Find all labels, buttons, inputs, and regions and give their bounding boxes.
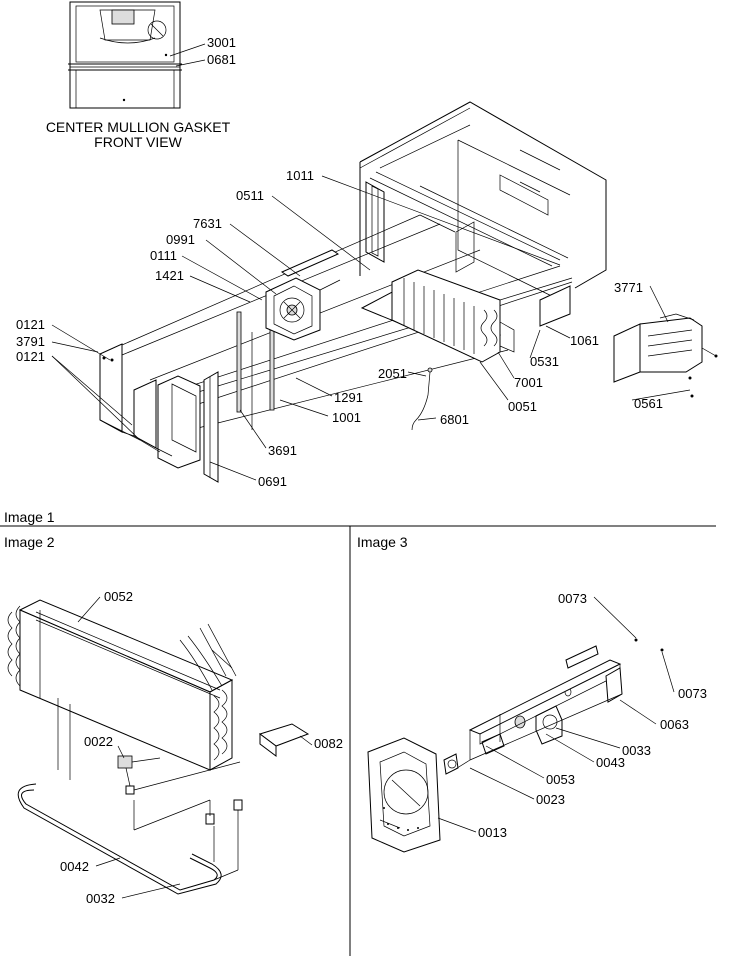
- part-label-1291: 1291: [334, 390, 363, 405]
- part-label-0023: 0023: [536, 792, 565, 807]
- gasket-caption-line1: CENTER MULLION GASKET: [46, 119, 231, 135]
- panel-dividers: [0, 525, 716, 956]
- part-label-0042: 0042: [60, 859, 89, 874]
- part-label-0121-upper: 0121: [16, 317, 45, 332]
- part-label-0561: 0561: [634, 396, 663, 411]
- fan-assembly: [265, 249, 341, 341]
- part-label-0033: 0033: [622, 743, 651, 758]
- part-label-6801: 6801: [440, 412, 469, 427]
- part-label-0691: 0691: [258, 474, 287, 489]
- front-frames: [99, 343, 219, 483]
- part-label-1421: 1421: [155, 268, 184, 283]
- part-labels-image2: 0052 0022 0082 0042 0032: [60, 589, 343, 906]
- part-label-1011: 1011: [286, 168, 314, 183]
- sensor-wire: [411, 367, 433, 431]
- evaporator: [360, 214, 571, 363]
- part-labels-image3: 0073 0073 0063 0033 0043 0053 0023 0013: [478, 591, 707, 840]
- part-label-0121-lower: 0121: [16, 349, 45, 364]
- part-label-0511: 0511: [236, 188, 264, 203]
- part-label-0051: 0051: [508, 399, 537, 414]
- panel-caption-image1: Image 1: [4, 509, 55, 525]
- part-label-1061: 1061: [570, 333, 599, 348]
- drain-heater: [17, 783, 239, 895]
- part-label-0082: 0082: [314, 736, 343, 751]
- panel-caption-image3: Image 3: [357, 534, 408, 550]
- part-label-0043: 0043: [596, 755, 625, 770]
- part-label-0111: 0111: [150, 248, 177, 263]
- part-label-0013: 0013: [478, 825, 507, 840]
- icemaker: [613, 313, 718, 398]
- part-label-0991: 0991: [166, 232, 195, 247]
- evaporator-coil: [7, 599, 237, 780]
- part-label-0531: 0531: [530, 354, 559, 369]
- part-labels-image1: 3001 0681 1011 0511 7631 0991 0111 1421 …: [16, 35, 663, 489]
- fan-bracket: [453, 638, 664, 771]
- part-label-1001: 1001: [332, 410, 361, 425]
- compartment-liner: [121, 101, 607, 431]
- part-label-0052: 0052: [104, 589, 133, 604]
- gasket-caption: CENTER MULLION GASKET FRONT VIEW: [46, 119, 231, 150]
- part-label-3771: 3771: [614, 280, 643, 295]
- part-label-0032: 0032: [86, 891, 115, 906]
- part-label-0063: 0063: [660, 717, 689, 732]
- gasket-leaders: [169, 43, 206, 67]
- fan-shroud: [367, 737, 441, 853]
- thermostat-and-connector: [117, 723, 310, 831]
- part-label-7001: 7001: [514, 375, 543, 390]
- panel-caption-image2: Image 2: [4, 534, 55, 550]
- image2-leaders: [77, 596, 313, 899]
- part-label-3691: 3691: [268, 443, 297, 458]
- part-label-0681: 0681: [207, 52, 236, 67]
- part-label-0073-right: 0073: [678, 686, 707, 701]
- image3-leaders: [437, 596, 675, 833]
- gasket-caption-line2: FRONT VIEW: [94, 134, 182, 150]
- part-label-7631: 7631: [193, 216, 222, 231]
- fan-blade-and-motor: [443, 687, 572, 775]
- image1-leaders: [51, 175, 691, 481]
- heater-wires: [236, 311, 275, 430]
- gasket-front-view: [68, 1, 182, 109]
- part-label-3791: 3791: [16, 334, 45, 349]
- part-label-0073-top: 0073: [558, 591, 587, 606]
- part-label-3001: 3001: [207, 35, 236, 50]
- panel-captions: Image 1 Image 2 Image 3: [4, 509, 408, 550]
- part-label-2051: 2051: [378, 366, 407, 381]
- part-label-0053: 0053: [546, 772, 575, 787]
- part-label-0022: 0022: [84, 734, 113, 749]
